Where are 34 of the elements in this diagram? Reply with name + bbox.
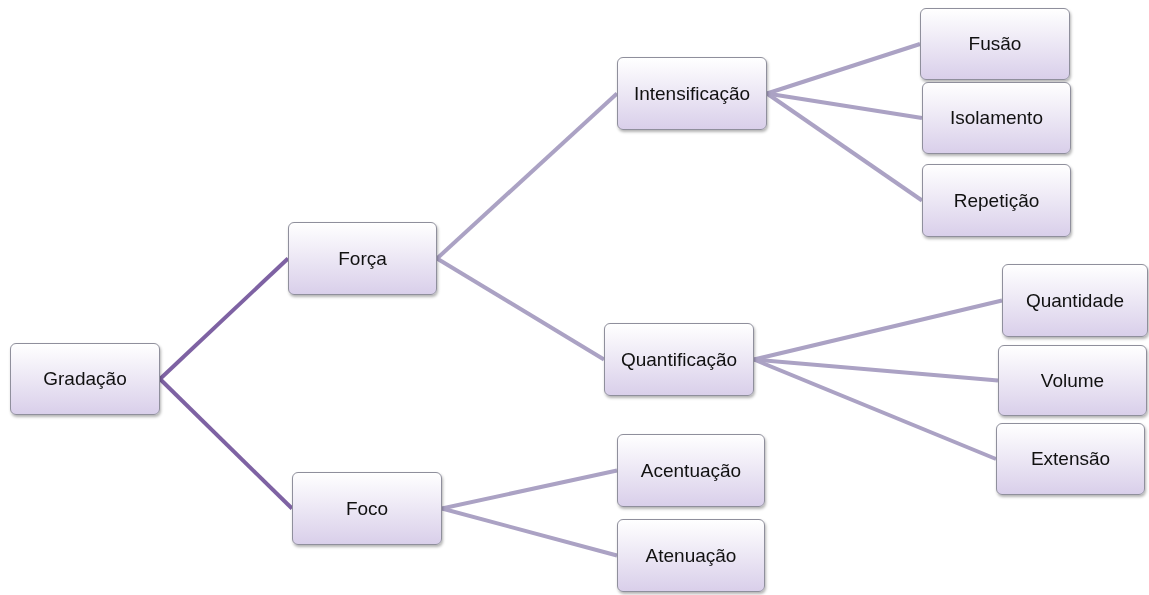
category-box	[996, 423, 1145, 495]
connector-line	[435, 256, 606, 362]
connector-line	[441, 468, 618, 511]
connector-line	[753, 298, 1003, 362]
connector-line	[435, 92, 619, 260]
node-label: Repetição	[953, 189, 1040, 212]
node-label: Isolamento	[950, 107, 1043, 129]
node-label: Volume	[1040, 369, 1105, 392]
connector-line	[158, 257, 290, 381]
category-box	[922, 164, 1071, 237]
category-box	[10, 343, 160, 415]
category-box	[617, 434, 765, 507]
node-label: Foco	[345, 497, 389, 520]
connector-line	[158, 377, 294, 510]
node-label: Fusão	[968, 33, 1022, 55]
node-label: Extensão	[1030, 448, 1111, 470]
category-box	[604, 323, 754, 396]
node-label: Gradação	[43, 368, 127, 390]
category-box	[617, 57, 767, 130]
node-label: Acentuação	[640, 459, 742, 482]
node-label: Força	[338, 247, 387, 270]
category-box	[1002, 264, 1148, 337]
node-label: Atenuação	[645, 544, 737, 567]
category-box	[617, 519, 765, 592]
connector-line	[441, 506, 618, 558]
category-box	[998, 345, 1147, 416]
category-box	[922, 82, 1071, 154]
category-box	[920, 8, 1070, 80]
node-label: Quantidade	[1025, 289, 1125, 312]
node-label: Quantificação	[620, 348, 738, 371]
node-label: Intensificação	[633, 82, 751, 105]
category-box	[288, 222, 437, 295]
category-box	[292, 472, 442, 545]
connector-line	[766, 42, 921, 96]
